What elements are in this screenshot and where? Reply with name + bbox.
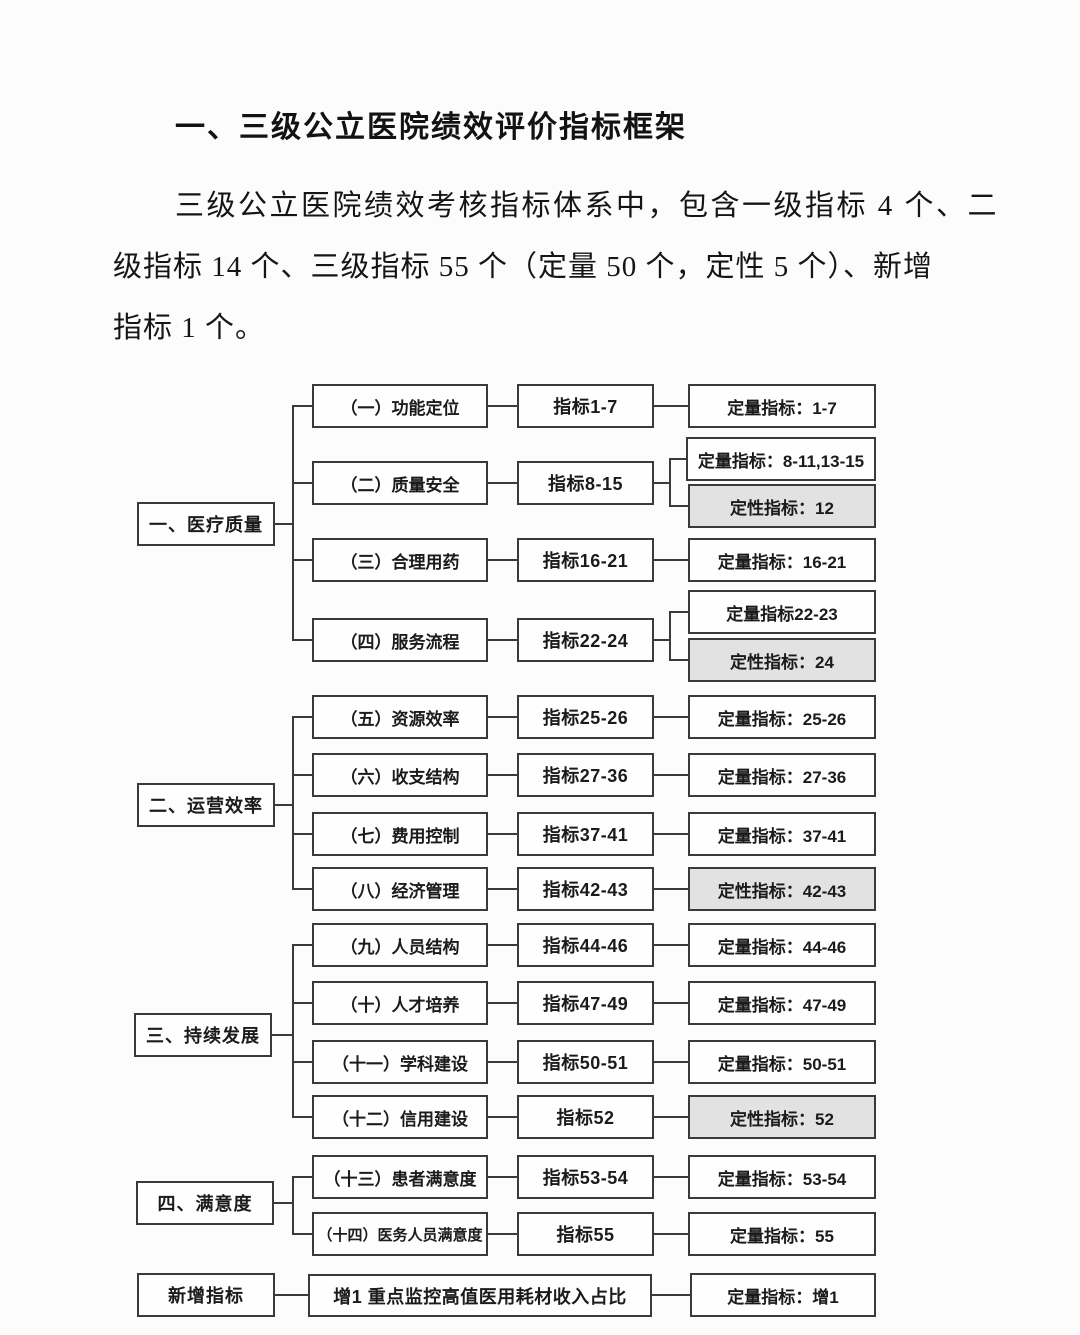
- subcategory-box-3: （三）合理用药: [312, 538, 488, 582]
- paragraph-line-2: 级指标 14 个、三级指标 55 个（定量 50 个，定性 5 个）、新增: [113, 251, 934, 283]
- category-box-medical-quality: 一、医疗质量: [137, 502, 275, 546]
- indicator-range-box-3: 指标16-21: [517, 538, 654, 582]
- result-box-14: 定量指标：55: [688, 1212, 876, 1256]
- subcategory-box-11: （十一）学科建设: [312, 1040, 488, 1084]
- subcategory-box-8: （八）经济管理: [312, 867, 488, 911]
- category-box-sustainable-development: 三、持续发展: [134, 1013, 272, 1057]
- indicator-range-box-11: 指标50-51: [517, 1040, 654, 1084]
- result-box-5: 定量指标：25-26: [688, 695, 876, 739]
- indicator-range-box-2: 指标8-15: [517, 461, 654, 505]
- subcategory-box-5: （五）资源效率: [312, 695, 488, 739]
- indicator-range-box-14: 指标55: [517, 1212, 654, 1256]
- subcategory-box-12: （十二）信用建设: [312, 1095, 488, 1139]
- result-box-8: 定性指标：42-43: [688, 867, 876, 911]
- indicator-range-box-5: 指标25-26: [517, 695, 654, 739]
- result-box-11: 定量指标：50-51: [688, 1040, 876, 1084]
- result-box-4a: 定量指标22-23: [688, 590, 876, 634]
- subcategory-box-10: （十）人才培养: [312, 981, 488, 1025]
- result-box-1: 定量指标：1-7: [688, 384, 876, 428]
- subcategory-box-14: （十四）医务人员满意度: [312, 1212, 488, 1256]
- result-box-6: 定量指标：27-36: [688, 753, 876, 797]
- result-box-7: 定量指标：37-41: [688, 812, 876, 856]
- result-box-4b: 定性指标：24: [688, 638, 876, 682]
- subcategory-box-1: （一）功能定位: [312, 384, 488, 428]
- result-box-2a: 定量指标：8-11,13-15: [686, 437, 876, 481]
- subcategory-box-2: （二）质量安全: [312, 461, 488, 505]
- result-box-2b: 定性指标：12: [688, 484, 876, 528]
- indicator-range-box-10: 指标47-49: [517, 981, 654, 1025]
- new-indicator-result-box: 定量指标：增1: [690, 1273, 876, 1317]
- result-box-13: 定量指标：53-54: [688, 1155, 876, 1199]
- subcategory-box-7: （七）费用控制: [312, 812, 488, 856]
- category-box-operational-efficiency: 二、运营效率: [137, 783, 275, 827]
- indicator-range-box-1: 指标1-7: [517, 384, 654, 428]
- result-box-3: 定量指标：16-21: [688, 538, 876, 582]
- result-box-10: 定量指标：47-49: [688, 981, 876, 1025]
- category-box-satisfaction: 四、满意度: [136, 1181, 274, 1225]
- result-box-9: 定量指标：44-46: [688, 923, 876, 967]
- indicator-range-box-9: 指标44-46: [517, 923, 654, 967]
- indicator-range-box-7: 指标37-41: [517, 812, 654, 856]
- indicator-range-box-6: 指标27-36: [517, 753, 654, 797]
- indicator-range-box-8: 指标42-43: [517, 867, 654, 911]
- new-indicator-item-box: 增1 重点监控高值医用耗材收入占比: [308, 1274, 652, 1317]
- paragraph-line-1: 三级公立医院绩效考核指标体系中，包含一级指标 4 个、二: [175, 190, 1000, 222]
- indicator-range-box-12: 指标52: [517, 1095, 654, 1139]
- subcategory-box-9: （九）人员结构: [312, 923, 488, 967]
- subcategory-box-4: （四）服务流程: [312, 618, 488, 662]
- category-box-new-indicator: 新增指标: [137, 1273, 275, 1317]
- paragraph-line-3: 指标 1 个。: [113, 312, 266, 344]
- subcategory-box-13: （十三）患者满意度: [312, 1155, 488, 1199]
- result-box-12: 定性指标：52: [688, 1095, 876, 1139]
- doc-heading: 一、三级公立医院绩效评价指标框架: [175, 111, 687, 144]
- indicator-range-box-4: 指标22-24: [517, 618, 654, 662]
- subcategory-box-6: （六）收支结构: [312, 753, 488, 797]
- indicator-range-box-13: 指标53-54: [517, 1155, 654, 1199]
